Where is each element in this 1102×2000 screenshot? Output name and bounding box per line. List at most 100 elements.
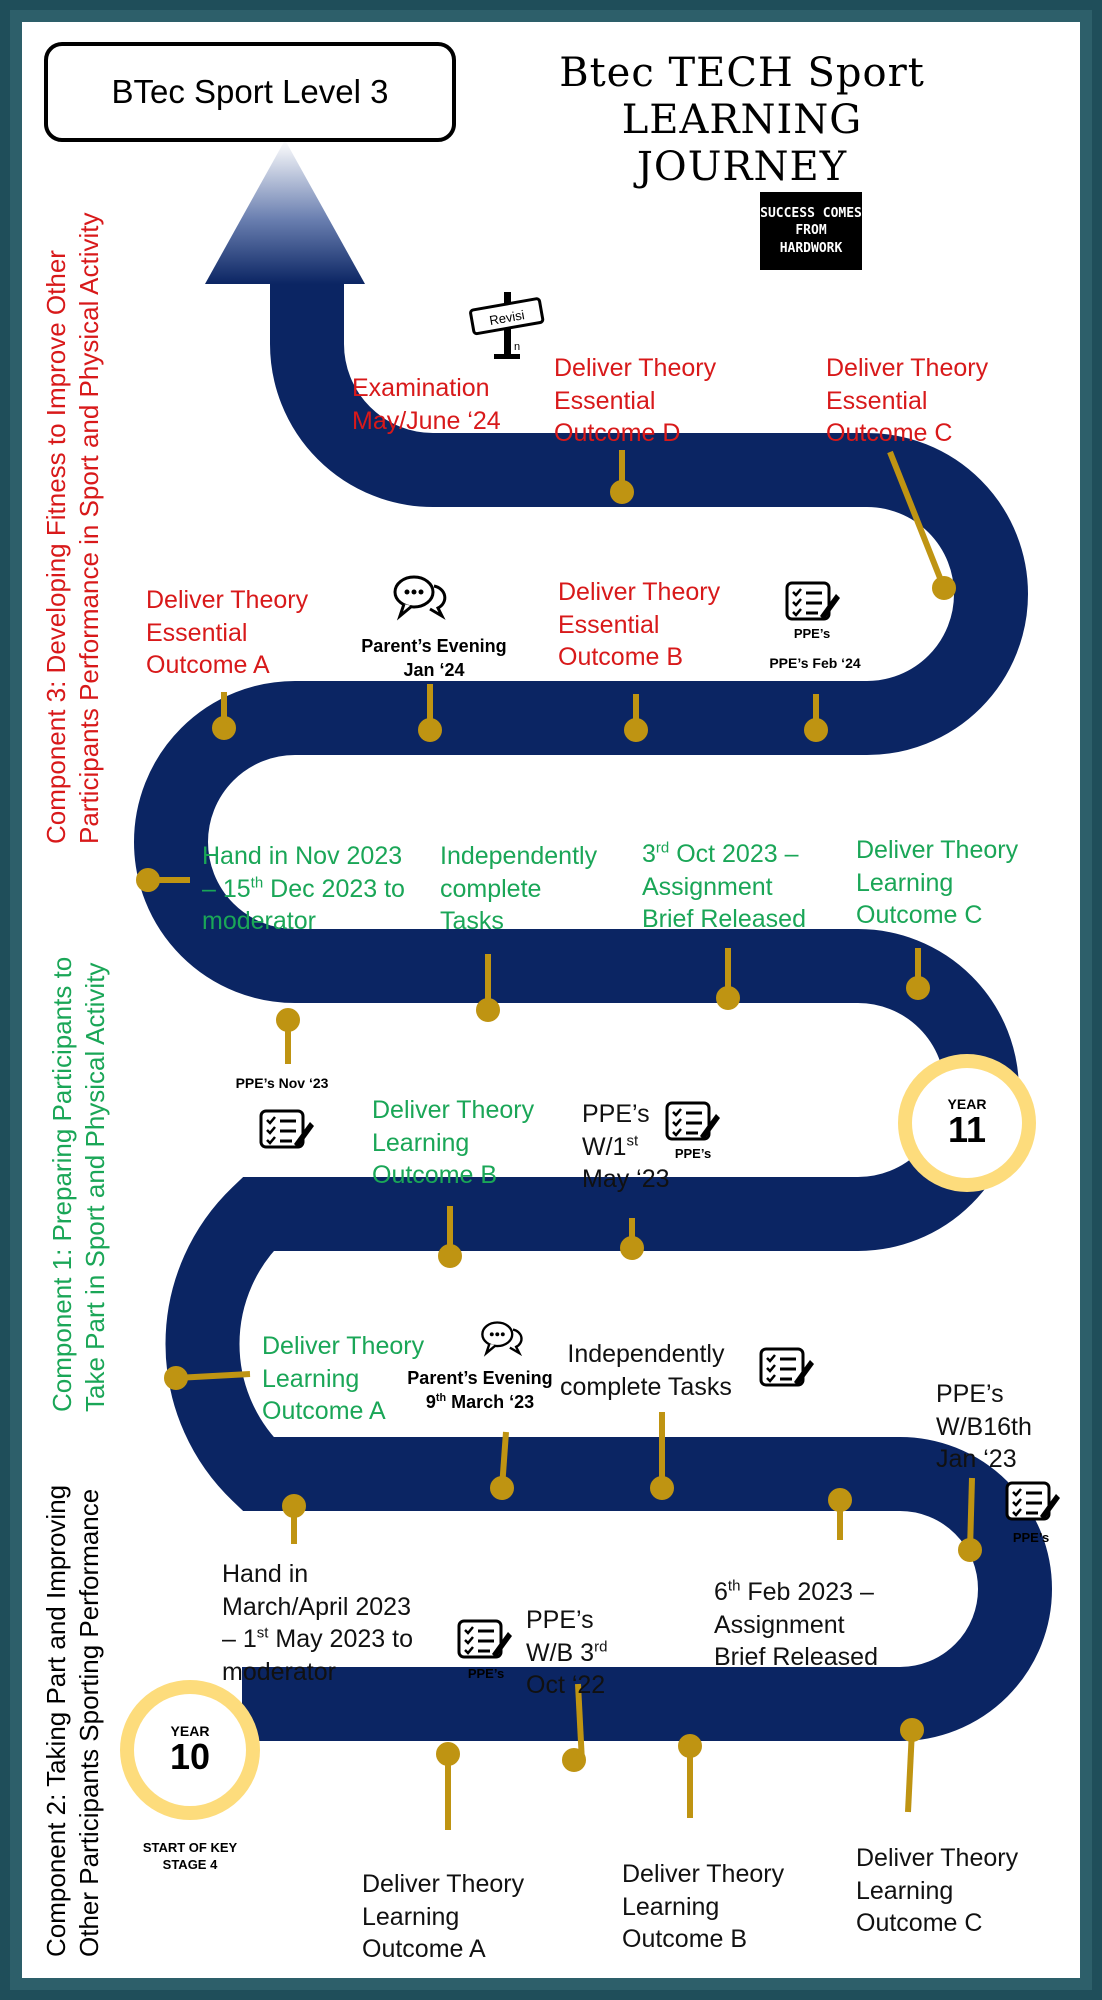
brief-oct-line1sup: rd [655, 839, 670, 857]
theory-b-ess-line1: Deliver Theory [558, 578, 721, 606]
signpost-text2: n [514, 341, 520, 353]
handin-march-line2: March/April 2023 [222, 1592, 411, 1621]
pin-theory-b-ess [624, 718, 648, 742]
milestone-theory-b-y11: Deliver Theory Learning Outcome B [372, 1094, 534, 1192]
milestone-handin-march: Hand in March/April 2023 – 1st May 2023 … [222, 1558, 413, 1688]
checklist-icon-nov [259, 1109, 314, 1149]
ppe-may-line2: W/1st [582, 1131, 670, 1164]
road-path [134, 262, 1052, 1741]
pin-theory-b-y11 [438, 1244, 462, 1268]
ppe-may-line1: PPE’s [582, 1100, 650, 1128]
theory-a-y10-line3: Outcome A [262, 1397, 386, 1425]
theory-a-bottom-line1: Deliver Theory [362, 1870, 525, 1898]
theory-c-y11-line3: Outcome C [856, 901, 983, 929]
milestone-theory-b-bottom: Deliver Theory Learning Outcome B [622, 1858, 784, 1956]
handin-nov-line3: moderator [202, 907, 316, 935]
year10-word: YEAR [170, 1723, 210, 1740]
handin-march-line1: Hand in [222, 1560, 309, 1588]
theory-b-y11-line2: Learning [372, 1128, 470, 1157]
component1-line1: Component 1: Preparing Participants to [47, 956, 77, 1412]
ppe-jan-line3: Jan ‘23 [936, 1445, 1017, 1473]
exam-line1: Examination [352, 374, 490, 402]
parents-march-line1: Parent’s Evening [407, 1368, 553, 1388]
pin-indep-y11 [476, 998, 500, 1022]
milestone-theory-c-y11: Deliver Theory Learning Outcome C [856, 834, 1018, 932]
pin-theory-a-bottom [436, 1742, 460, 1766]
parents-jan-line2: Jan ‘24 [403, 660, 465, 681]
badge-line1: SUCCESS COMES [760, 205, 862, 221]
theory-c-ess-line3: Outcome C [826, 419, 953, 447]
theory-c-bottom-line3: Outcome C [856, 1909, 983, 1937]
brief-feb-line1sup: th [727, 1577, 741, 1595]
milestone-theory-d: Deliver Theory Essential Outcome D [554, 352, 716, 450]
handin-nov-line2b: Dec 2023 to [263, 874, 405, 903]
component2-line2: Other Participants Sporting Performance [74, 1488, 105, 1957]
journey-title: Btec TECH Sport LEARNING JOURNEY [522, 50, 962, 192]
badge-line2: FROM [795, 223, 827, 239]
component2-line1: Component 2: Taking Part and Improving [41, 1484, 71, 1957]
start-line2: STAGE 4 [162, 1856, 218, 1872]
signpost-text: Revisi [488, 307, 526, 328]
ppe-oct-icon-caption: PPE’s [467, 1666, 505, 1681]
brief-feb-line1: 6th Feb 2023 – [714, 1576, 878, 1609]
milestone-independent-tasks-y10: Independently complete Tasks [560, 1338, 732, 1403]
pin-ppe-jan [958, 1538, 982, 1562]
ppe-oct-line1: PPE’s [526, 1606, 594, 1634]
ppe-oct-line3: Oct ‘22 [526, 1671, 606, 1699]
brief-feb-line1a: 6 [714, 1578, 728, 1606]
pin-theory-a-ess [212, 716, 236, 740]
brief-oct-line1b: Oct 2023 – [669, 840, 799, 868]
milestone-ppe-oct: PPE’s W/B 3rd Oct ‘22 [526, 1604, 607, 1702]
indep-y10-line1: Independently [567, 1340, 725, 1368]
year11-number: 11 [947, 1109, 987, 1151]
checklist-icon-feb [785, 581, 840, 621]
pin-handin-nov [136, 868, 160, 892]
pin-parents-march [490, 1476, 514, 1500]
handin-march-line3a: – 1 [222, 1625, 257, 1653]
year10-number: 10 [169, 1736, 211, 1778]
ppe-oct-line2a: W/B 3 [526, 1638, 595, 1667]
theory-a-y10-line2: Learning [262, 1364, 360, 1393]
checklist-icon-indep [759, 1347, 814, 1387]
ppe-jan-line2: W/B16th [936, 1412, 1032, 1441]
theory-c-y11-line1: Deliver Theory [856, 836, 1019, 864]
brief-feb-line1b: Feb 2023 – [740, 1578, 874, 1606]
pin-indep-y10 [650, 1476, 674, 1500]
milestone-pins [136, 450, 982, 1830]
indep-y10-line2: complete Tasks [560, 1372, 732, 1401]
handin-march-line4: moderator [222, 1657, 336, 1686]
pin-theory-d [610, 480, 634, 504]
parents-march-line2: 9th March ‘23 [400, 1390, 560, 1414]
ppe-feb-icon-caption: PPE’s [793, 626, 831, 641]
badge-line3: HARDWORK [779, 240, 843, 256]
checklist-icon-may [665, 1101, 720, 1141]
pin-theory-c-bottom [900, 1718, 924, 1742]
parents-march-line2sup: th [435, 1392, 447, 1405]
theory-b-y11-line1: Deliver Theory [372, 1096, 535, 1124]
milestone-exam: Examination May/June ‘24 [352, 372, 501, 437]
year10-badge: YEAR 10 [120, 1680, 260, 1820]
theory-a-y10-line1: Deliver Theory [262, 1332, 425, 1360]
parents-march-line2a: 9 [425, 1392, 436, 1413]
pin-ppe-nov [276, 1008, 300, 1032]
pin-brief-oct [716, 986, 740, 1010]
speech-bubbles-icon-jan [393, 575, 447, 621]
pin-handin-march [282, 1494, 306, 1518]
handin-march-line3b: May 2023 to [268, 1625, 413, 1653]
theory-d-line3: Outcome D [554, 419, 681, 447]
speech-bubbles-icon-march [481, 1321, 523, 1357]
parents-jan-line1: Parent’s Evening [361, 636, 507, 656]
milestone-ppe-jan: PPE’s W/B16th Jan ‘23 [936, 1378, 1032, 1476]
indep-y11-line3: Tasks [440, 907, 504, 935]
theory-b-bottom-line2: Learning [622, 1892, 720, 1921]
component1-label: Component 1: Preparing Participants to T… [46, 957, 112, 1412]
pin-theory-b-bottom [678, 1734, 702, 1758]
parents-march-line2b: March ‘23 [446, 1392, 535, 1413]
course-title-box: BTec Sport Level 3 [44, 42, 456, 142]
milestone-theory-c-essential: Deliver Theory Essential Outcome C [826, 352, 988, 450]
milestone-handin-nov: Hand in Nov 2023 – 15th Dec 2023 to mode… [202, 840, 405, 938]
brief-oct-line1a: 3 [642, 840, 656, 868]
journey-title-line2: LEARNING JOURNEY [621, 97, 863, 191]
theory-a-ess-line3: Outcome A [146, 651, 270, 679]
indep-y11-line2: complete [440, 874, 542, 903]
